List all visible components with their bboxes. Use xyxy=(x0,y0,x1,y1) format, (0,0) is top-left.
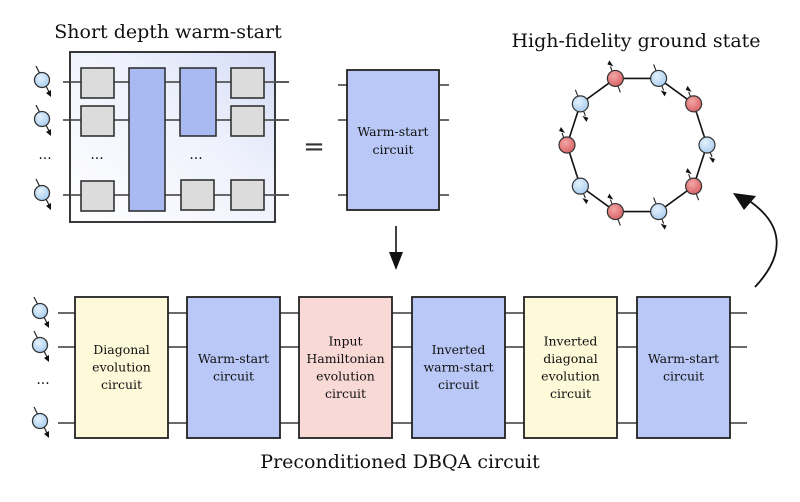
dbqa-block-label-line: circuit xyxy=(438,377,479,392)
curved-arrow-icon xyxy=(733,193,778,288)
dbqa-block-box xyxy=(298,296,393,439)
dbqa-block-label-line: Warm-start xyxy=(198,351,269,366)
single-qubit-gate xyxy=(230,67,265,99)
spin-down-icon xyxy=(571,171,589,205)
dbqa-circuit: Diagonal evolution circuit Warm-start circui… xyxy=(58,296,747,439)
dbqa-block-label-line: evolution xyxy=(316,368,375,383)
single-qubit-gate xyxy=(80,67,115,99)
dbqa-block-label-line: circuit xyxy=(213,368,254,383)
dbqa-block: Warm-start circuit xyxy=(186,296,281,439)
single-qubit-gate xyxy=(80,105,115,137)
qubit-ellipsis: ··· xyxy=(36,376,49,392)
single-qubit-gate xyxy=(230,105,265,137)
dbqa-block: Diagonal evolution circuit xyxy=(74,296,169,439)
qubit-spin-icon xyxy=(33,178,51,210)
multi-qubit-gate xyxy=(128,67,166,212)
dbqa-block: Inverted diagonal evolution circuit xyxy=(523,296,618,439)
dbqa-block-box xyxy=(186,296,281,439)
gate-ellipsis: ··· xyxy=(90,151,103,167)
spin-down-icon xyxy=(698,130,716,163)
qubit-spin-icon xyxy=(33,65,51,97)
bottom-qubits xyxy=(31,296,49,438)
dbqa-block-box xyxy=(636,296,731,439)
equals-sign: = xyxy=(303,132,325,162)
warm-start-summary-box xyxy=(346,69,440,211)
warm-start-summary: Warm-start circuit xyxy=(338,69,449,211)
dbqa-block-label-line: evolution xyxy=(541,368,600,383)
dbqa-block-label-line: Inverted xyxy=(544,333,598,348)
dbqa-block-label-line: circuit xyxy=(101,377,142,392)
qubit-spin-icon xyxy=(31,406,49,438)
dbqa-block-label-line: Input xyxy=(328,333,362,348)
dbqa-block-box xyxy=(74,296,169,439)
single-qubit-gate xyxy=(80,180,115,212)
title-ground-state: High-fidelity ground state xyxy=(511,30,760,52)
spin-up-icon xyxy=(685,168,703,201)
spin-up-icon xyxy=(606,60,624,93)
spin-ring xyxy=(558,60,716,230)
dbqa-block-box xyxy=(411,296,506,439)
dbqa-block-label-line: evolution xyxy=(92,360,151,375)
dbqa-block-label-line: Inverted xyxy=(432,342,486,357)
two-qubit-gate xyxy=(179,67,217,137)
qubit-ellipsis: ··· xyxy=(38,151,51,167)
spin-down-icon xyxy=(650,64,668,97)
dbqa-block-label-line: warm-start xyxy=(423,360,493,375)
summary-label-line: circuit xyxy=(372,142,413,157)
gate-ellipsis: ··· xyxy=(189,151,202,167)
title-dbqa-circuit: Preconditioned DBQA circuit xyxy=(260,451,540,473)
spin-up-icon xyxy=(558,127,576,160)
qubit-spin-icon xyxy=(33,104,51,136)
dbqa-block-label-line: Diagonal xyxy=(93,342,150,357)
down-arrow-icon xyxy=(389,226,403,270)
spin-down-icon xyxy=(571,89,589,122)
dbqa-block-box xyxy=(523,296,618,439)
dbqa-block: Inverted warm-start circuit xyxy=(411,296,506,439)
dbqa-block-label-line: Hamiltonian xyxy=(306,351,384,366)
qubit-spin-icon xyxy=(31,330,49,362)
top-left-qubits xyxy=(33,65,51,210)
dbqa-block-label-line: diagonal xyxy=(543,351,597,366)
dbqa-block: Warm-start circuit xyxy=(636,296,731,439)
dbqa-block-label-line: circuit xyxy=(325,386,366,401)
dbqa-block-label-line: circuit xyxy=(550,386,591,401)
title-short-depth-warm-start: Short depth warm-start xyxy=(54,21,282,43)
spin-down-icon xyxy=(650,197,668,230)
summary-label-line: Warm-start xyxy=(357,124,428,139)
spin-up-icon xyxy=(606,193,624,226)
dbqa-block-label-line: Warm-start xyxy=(648,351,719,366)
spin-up-icon xyxy=(685,85,703,119)
dbqa-block-label-line: circuit xyxy=(663,368,704,383)
warm-start-detailed-circuit: ··· ··· xyxy=(63,51,289,223)
single-qubit-gate xyxy=(180,179,215,211)
qubit-spin-icon xyxy=(31,296,49,328)
single-qubit-gate xyxy=(230,179,265,211)
